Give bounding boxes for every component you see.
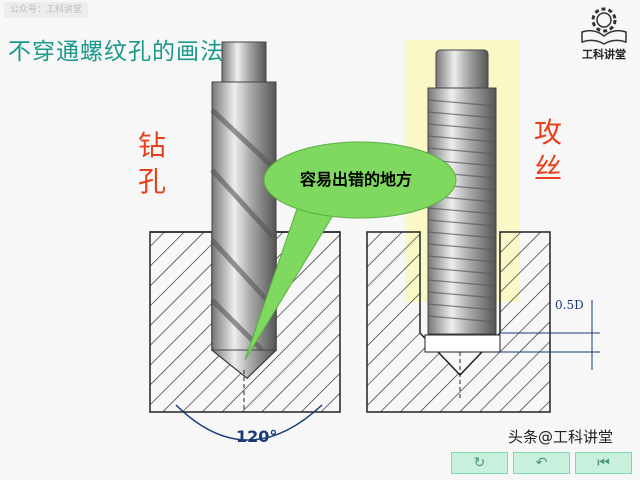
first-icon: ⏮ [597, 455, 610, 471]
credit-watermark: 头条@工科讲堂 [508, 428, 614, 446]
tap-label: 攻丝 [534, 116, 563, 185]
logo-text: 工科讲堂 [582, 48, 626, 61]
angle-arc [175, 404, 323, 441]
back-icon: ↶ [535, 455, 548, 471]
angle-label: 120° [236, 427, 278, 446]
tap [424, 49, 501, 400]
callout-text: 容易出错的地方 [300, 170, 413, 189]
drill-label: 钻孔 [138, 129, 167, 198]
back-button[interactable]: ↶ [513, 452, 570, 474]
logo: 工科讲堂 [574, 2, 634, 62]
dimension-label: 0.5D [555, 298, 584, 312]
watermark: 公众号：工科讲堂 [4, 2, 88, 18]
dimension-lines [500, 300, 600, 370]
return-button[interactable]: ↻ [451, 452, 508, 474]
drill-bit [210, 41, 278, 412]
gear-book-icon [581, 7, 627, 45]
page-title: 不穿通螺纹孔的画法: [8, 39, 233, 65]
return-icon: ↻ [473, 455, 486, 471]
tap-block [366, 231, 551, 413]
first-button[interactable]: ⏮ [575, 452, 632, 474]
